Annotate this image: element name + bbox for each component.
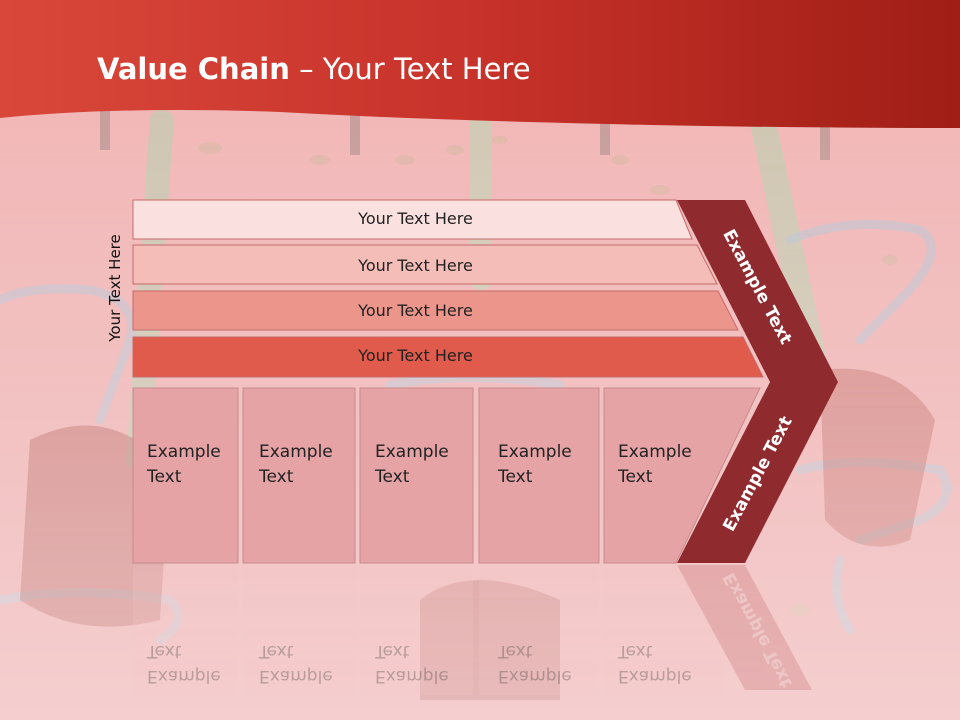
- support-row-1-label: Your Text Here: [358, 209, 473, 228]
- column-label-line1: Example: [375, 442, 449, 462]
- column-label-line1: Example: [259, 442, 333, 462]
- column-label-reflection: Example Text: [375, 641, 449, 686]
- page-title: Value Chain – Your Text Here: [97, 52, 897, 86]
- column-label-line2: Text: [618, 467, 653, 487]
- support-row-2-label: Your Text Here: [358, 256, 473, 275]
- column-label-line2: Text: [259, 467, 294, 487]
- primary-column-1: [132, 387, 239, 564]
- title-bold: Value Chain: [97, 52, 290, 86]
- column-label-line2: Text: [147, 467, 182, 487]
- column-label-line2: Text: [498, 467, 533, 487]
- margin-chevron: [677, 200, 838, 563]
- primary-column-1-label: Example Text: [147, 440, 247, 490]
- column-label-line1: Example: [618, 442, 692, 462]
- support-row-4: [132, 336, 764, 378]
- column-label-reflection: Example Text: [498, 641, 572, 686]
- column-label-line1: Example: [147, 442, 221, 462]
- primary-column-3: [359, 387, 474, 564]
- support-row-4-label: Your Text Here: [358, 346, 473, 365]
- primary-column-2: [242, 387, 356, 564]
- column-label-reflection: Example Text: [147, 641, 221, 686]
- header-band: [0, 0, 960, 128]
- primary-column-2-label: Example Text: [259, 440, 359, 490]
- support-row-3: [132, 290, 739, 331]
- support-row-3-label: Your Text Here: [358, 301, 473, 320]
- primary-column-4: [478, 387, 600, 564]
- primary-column-3-label: Example Text: [375, 440, 475, 490]
- title-rest: – Your Text Here: [289, 52, 531, 86]
- primary-column-5-label: Example Text: [618, 440, 718, 490]
- column-label-reflection: Example Text: [618, 641, 692, 686]
- primary-column-5: [603, 387, 761, 564]
- column-label-line1: Example: [498, 442, 572, 462]
- primary-column-4-label: Example Text: [498, 440, 598, 490]
- support-row-1: [132, 199, 693, 240]
- column-label-reflection: Example Text: [259, 641, 333, 686]
- support-row-2: [132, 244, 718, 285]
- column-label-line2: Text: [375, 467, 410, 487]
